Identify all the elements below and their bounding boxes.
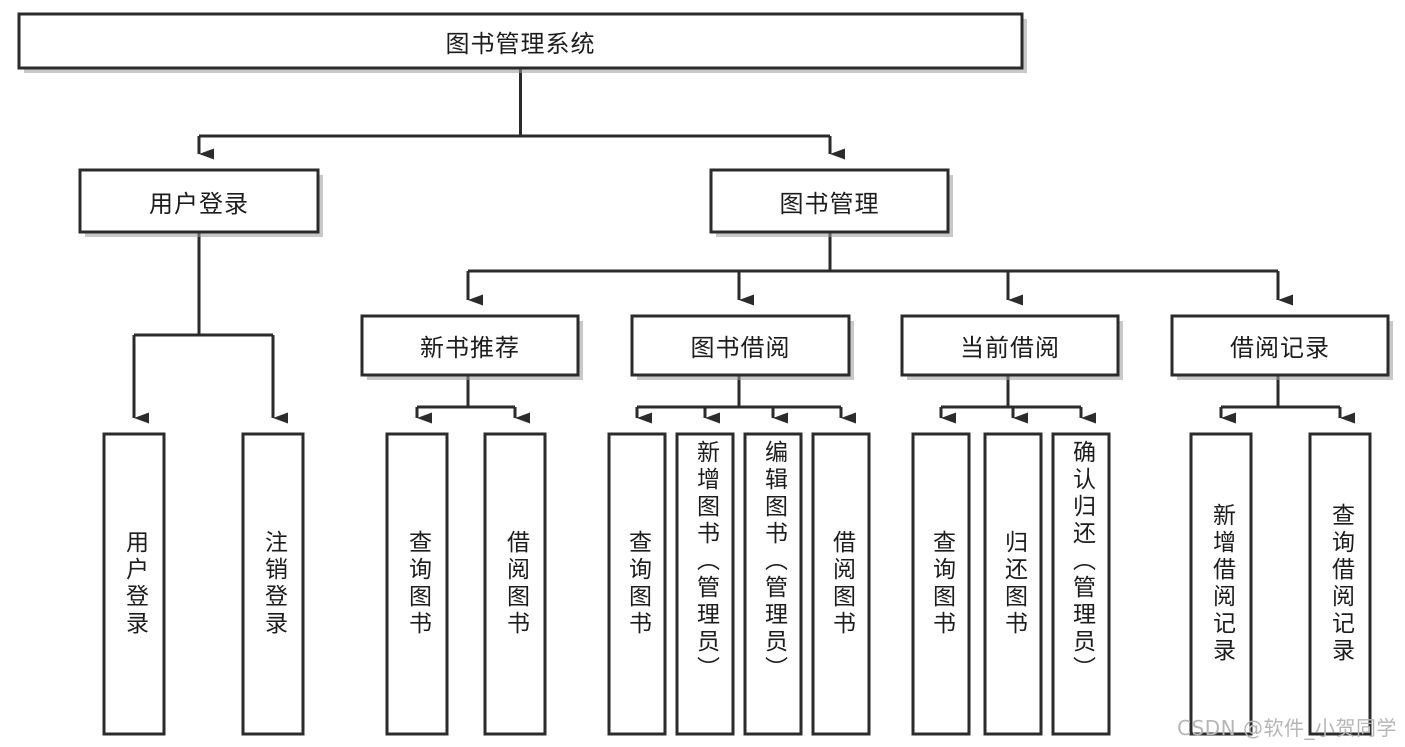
node-box-leaf-query-book-b[interactable] bbox=[607, 432, 667, 736]
node-box-leaf-user-login[interactable] bbox=[102, 432, 166, 736]
node-box-leaf-add-record[interactable] bbox=[1189, 432, 1253, 736]
node-box-root[interactable] bbox=[17, 12, 1024, 70]
node-box-leaf-return-book[interactable] bbox=[983, 432, 1043, 736]
node-box-leaf-confirm-return[interactable] bbox=[1051, 432, 1111, 736]
node-box-current-borrow[interactable] bbox=[900, 314, 1120, 377]
node-box-leaf-user-logout[interactable] bbox=[241, 432, 305, 736]
node-box-leaf-query-record[interactable] bbox=[1308, 432, 1372, 736]
node-box-borrow-record[interactable] bbox=[1170, 314, 1390, 377]
node-box-leaf-edit-book[interactable] bbox=[743, 432, 803, 736]
node-box-new-book-rec[interactable] bbox=[360, 314, 580, 377]
node-box-leaf-borrow-book-a[interactable] bbox=[483, 432, 547, 736]
node-box-book-manage[interactable] bbox=[709, 168, 950, 234]
connector-layer bbox=[132, 68, 1355, 424]
node-box-book-borrow[interactable] bbox=[630, 314, 851, 377]
node-box-leaf-borrow-book-b[interactable] bbox=[811, 432, 871, 736]
node-box-layer bbox=[17, 12, 1393, 736]
node-box-leaf-query-book-c[interactable] bbox=[911, 432, 971, 736]
node-box-user-login[interactable] bbox=[78, 168, 320, 234]
node-box-leaf-query-book-a[interactable] bbox=[385, 432, 449, 736]
node-box-leaf-add-book[interactable] bbox=[675, 432, 735, 736]
